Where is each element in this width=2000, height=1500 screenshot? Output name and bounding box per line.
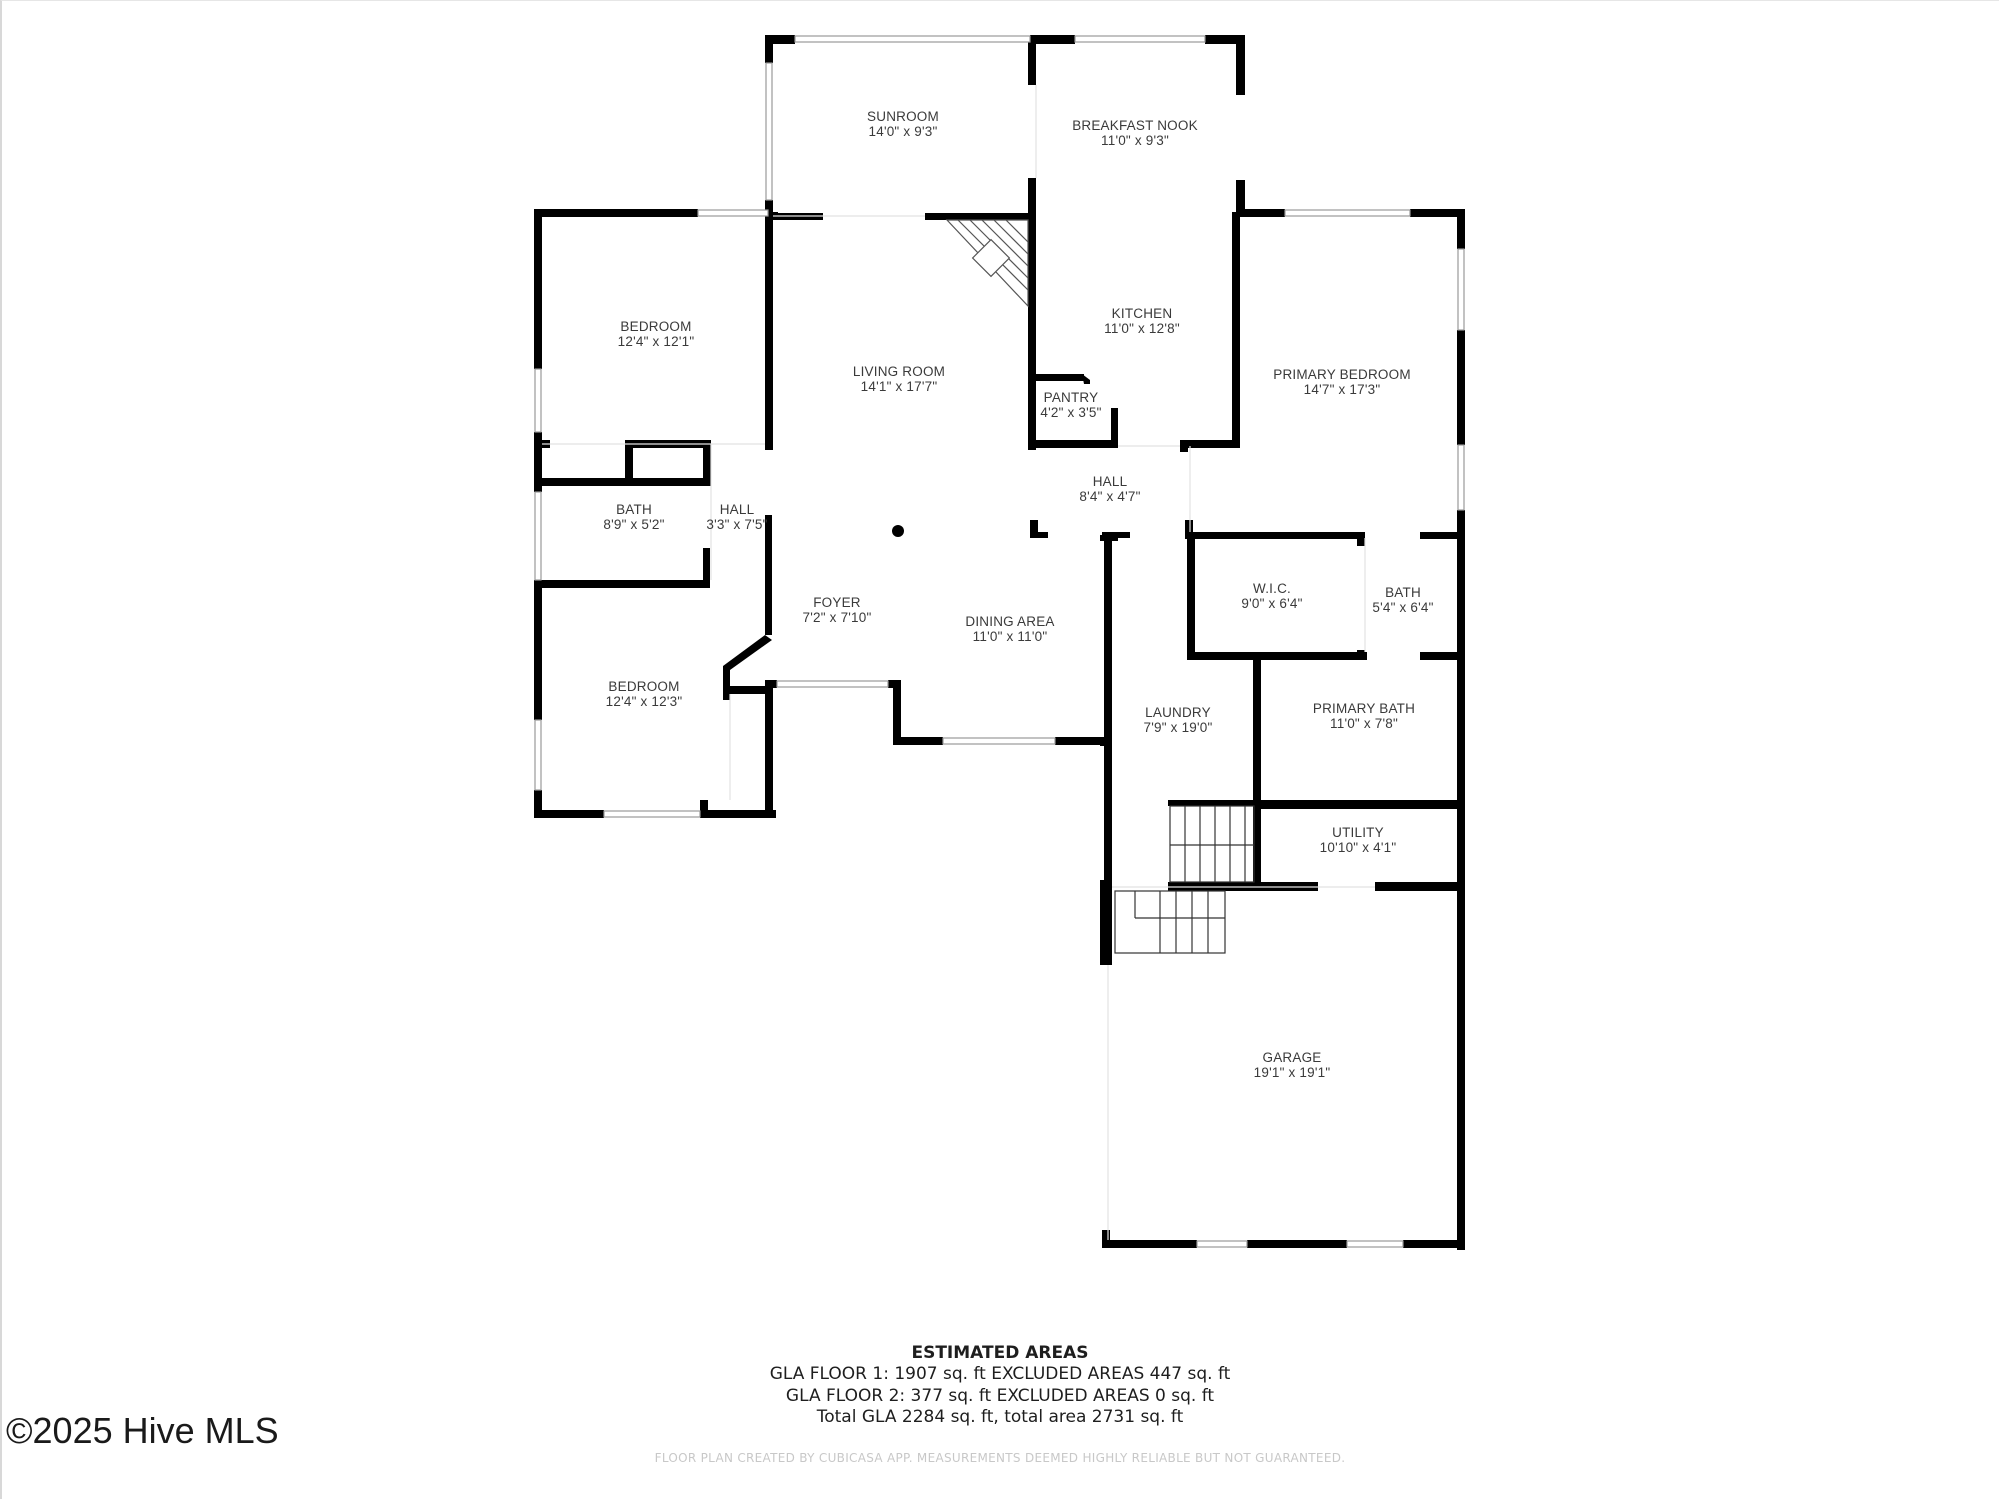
room-name: HALL <box>719 502 755 517</box>
room-label-bath-2: BATH 5'4" x 6'4" <box>1372 585 1433 615</box>
room-name: BATH <box>616 502 652 517</box>
room-dimensions: 5'4" x 6'4" <box>1372 600 1434 615</box>
room-name: LAUNDRY <box>1145 705 1211 720</box>
estimated-areas: ESTIMATED AREAS GLA FLOOR 1: 1907 sq. ft… <box>770 1342 1231 1429</box>
room-dimensions: 11'0" x 11'0" <box>972 629 1048 644</box>
windows <box>534 35 1465 1248</box>
room-dimensions: 7'9" x 19'0" <box>1143 720 1213 735</box>
room-label-laundry: LAUNDRY 7'9" x 19'0" <box>1144 705 1213 735</box>
room-label-living-room: LIVING ROOM 14'1" x 17'7" <box>853 364 945 394</box>
room-label-pantry: PANTRY 4'2" x 3'5" <box>1040 390 1101 420</box>
room-name: BEDROOM <box>608 679 680 694</box>
room-dimensions: 8'9" x 5'2" <box>603 517 665 532</box>
room-name: BATH <box>1385 585 1421 600</box>
room-label-primary-bedroom: PRIMARY BEDROOM 14'7" x 17'3" <box>1273 367 1411 397</box>
column <box>892 525 904 537</box>
room-name: SUNROOM <box>867 109 939 124</box>
room-name: PRIMARY BEDROOM <box>1273 367 1411 382</box>
room-name: HALL <box>1092 474 1128 489</box>
room-dividers <box>542 85 1375 1240</box>
fireplace <box>945 219 1029 308</box>
room-name: BEDROOM <box>620 319 692 334</box>
room-label-bath-1: BATH 8'9" x 5'2" <box>603 502 664 532</box>
room-name: W.I.C. <box>1253 581 1291 596</box>
stairs <box>1114 805 1255 954</box>
room-label-wic: W.I.C. 9'0" x 6'4" <box>1241 581 1302 611</box>
gla-floor-1: GLA FLOOR 1: 1907 sq. ft EXCLUDED AREAS … <box>769 1364 1231 1384</box>
room-label-foyer: FOYER 7'2" x 7'10" <box>803 595 872 625</box>
total-gla: Total GLA 2284 sq. ft, total area 2731 s… <box>816 1407 1184 1427</box>
room-label-breakfast-nook: BREAKFAST NOOK 11'0" x 9'3" <box>1072 118 1198 148</box>
room-name: BREAKFAST NOOK <box>1072 118 1198 133</box>
room-dimensions: 14'7" x 17'3" <box>1303 382 1381 397</box>
room-label-bedroom-1: BEDROOM 12'4" x 12'1" <box>618 319 695 349</box>
room-dimensions: 10'10" x 4'1" <box>1319 840 1397 855</box>
room-dimensions: 3'3" x 7'5" <box>706 517 768 532</box>
room-dimensions: 19'1" x 19'1" <box>1253 1065 1331 1080</box>
room-dimensions: 14'0" x 9'3" <box>868 124 938 139</box>
room-label-hall-2: HALL 3'3" x 7'5" <box>706 502 767 532</box>
room-label-bedroom-2: BEDROOM 12'4" x 12'3" <box>606 679 683 709</box>
estimated-areas-title: ESTIMATED AREAS <box>911 1343 1089 1363</box>
room-dimensions: 11'0" x 7'8" <box>1330 716 1398 731</box>
room-label-utility: UTILITY 10'10" x 4'1" <box>1320 825 1397 855</box>
room-name: GARAGE <box>1262 1050 1322 1065</box>
room-label-dining-area: DINING AREA 11'0" x 11'0" <box>965 614 1054 644</box>
room-name: PANTRY <box>1043 390 1099 405</box>
room-dimensions: 12'4" x 12'3" <box>605 694 683 709</box>
gla-floor-2: GLA FLOOR 2: 377 sq. ft EXCLUDED AREAS 0… <box>785 1385 1215 1406</box>
room-name: KITCHEN <box>1111 306 1173 321</box>
room-dimensions: 7'2" x 7'10" <box>802 610 872 625</box>
room-label-sunroom: SUNROOM 14'0" x 9'3" <box>867 109 939 139</box>
room-label-primary-bath: PRIMARY BATH 11'0" x 7'8" <box>1313 701 1415 731</box>
room-dimensions: 12'4" x 12'1" <box>617 334 695 349</box>
room-dimensions: 9'0" x 6'4" <box>1241 596 1303 611</box>
room-name: LIVING ROOM <box>852 364 946 379</box>
room-dimensions: 4'2" x 3'5" <box>1040 405 1102 420</box>
room-name: PRIMARY BATH <box>1312 701 1416 716</box>
room-label-garage: GARAGE 19'1" x 19'1" <box>1254 1050 1331 1080</box>
room-dimensions: 11'0" x 9'3" <box>1101 133 1169 148</box>
copyright-watermark: ©2025 Hive MLS <box>6 1410 279 1451</box>
walls <box>534 35 1465 1250</box>
room-label-hall-1: HALL 8'4" x 4'7" <box>1079 474 1140 504</box>
room-dimensions: 11'0" x 12'8" <box>1104 321 1180 336</box>
room-dimensions: 8'4" x 4'7" <box>1079 489 1141 504</box>
room-label-kitchen: KITCHEN 11'0" x 12'8" <box>1104 306 1180 336</box>
room-dimensions: 14'1" x 17'7" <box>860 379 938 394</box>
disclaimer: FLOOR PLAN CREATED BY CUBICASA APP. MEAS… <box>654 1451 1346 1465</box>
room-name: FOYER <box>813 595 861 610</box>
room-name: DINING AREA <box>965 614 1055 629</box>
room-name: UTILITY <box>1332 825 1384 840</box>
